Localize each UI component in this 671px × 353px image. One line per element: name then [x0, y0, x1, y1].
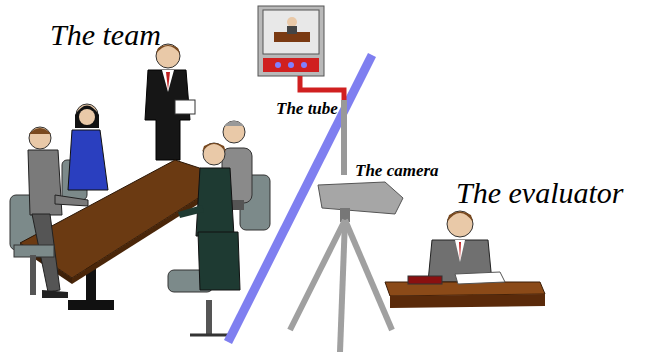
figure-label: The camera	[355, 162, 439, 179]
figure-label: The team	[50, 20, 161, 50]
team-member	[14, 127, 88, 298]
team-member	[68, 104, 108, 190]
figure-label: The tube	[276, 100, 338, 117]
camera	[290, 182, 403, 352]
figure-label: The evaluator	[456, 178, 623, 208]
team-member	[145, 44, 195, 160]
monitor	[258, 6, 344, 175]
team-member	[178, 143, 240, 335]
evaluator	[385, 211, 545, 308]
